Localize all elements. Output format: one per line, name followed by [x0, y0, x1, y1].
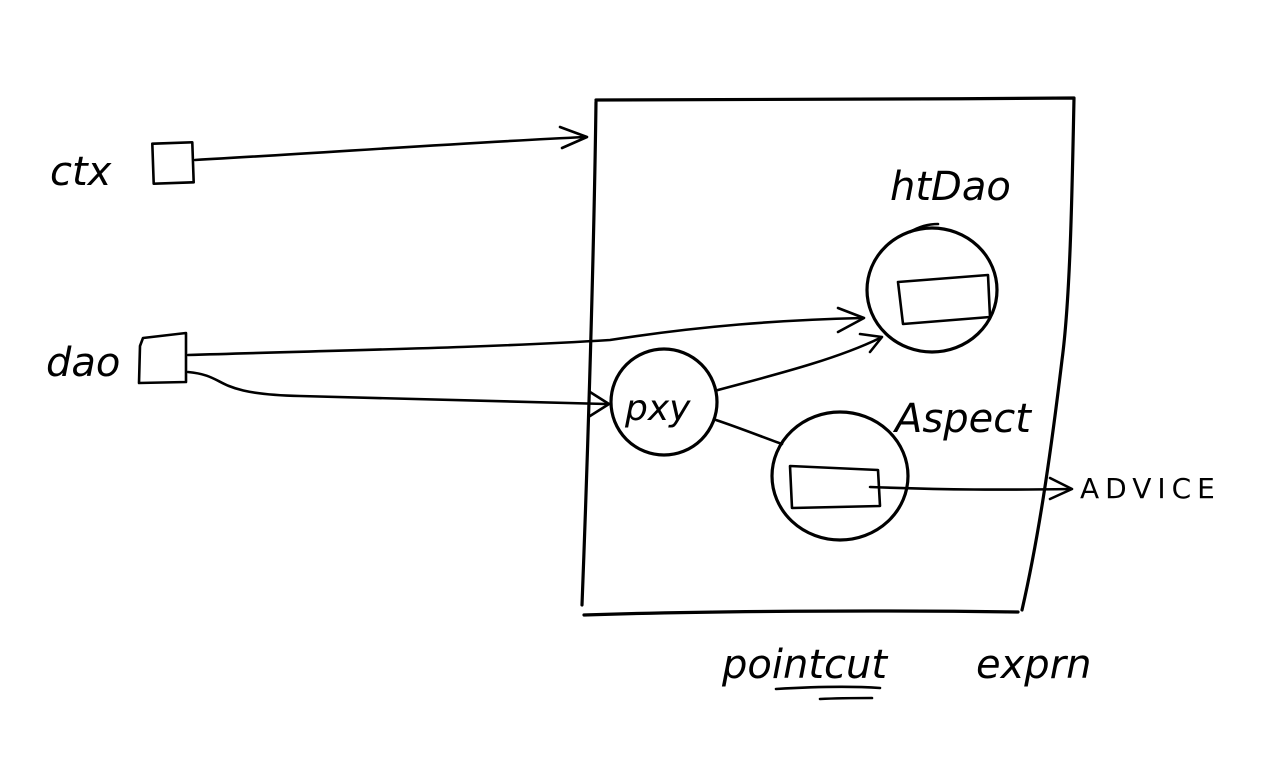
ctx-label: ctx — [50, 149, 112, 195]
proxy-label: pxy — [624, 388, 691, 429]
pointcut-underline — [774, 685, 882, 691]
proxy-node: pxy — [609, 347, 719, 457]
advice-label: ADVICE — [1080, 472, 1221, 505]
aspect-label: Aspect — [892, 396, 1032, 442]
ctx-reference-box — [151, 141, 195, 185]
context-container — [580, 96, 1076, 617]
dao-variable: dao — [46, 331, 188, 386]
aspect-inner-rect — [788, 464, 882, 510]
exprn-label: exprn — [976, 642, 1091, 688]
ctx-arrow — [193, 125, 589, 162]
pointcut-underline-2 — [818, 696, 874, 701]
htdao-node: htDao — [865, 164, 1011, 354]
proxy-circle — [609, 347, 719, 457]
dao-to-htdao-arrow — [186, 306, 866, 357]
dao-reference-box — [137, 331, 188, 385]
htdao-label: htDao — [890, 164, 1011, 210]
pointcut-label: pointcut — [721, 642, 888, 688]
htdao-circle — [865, 226, 999, 354]
pointcut-caption: pointcut exprn — [721, 642, 1091, 701]
aspect-to-advice-arrow — [868, 476, 1074, 501]
ctx-variable: ctx — [50, 141, 195, 195]
proxy-to-htdao-arrow — [716, 332, 884, 392]
dao-label: dao — [46, 340, 120, 386]
htdao-inner-rect — [896, 273, 992, 326]
aspect-circle — [770, 410, 910, 542]
aspect-node: Aspect — [770, 396, 1032, 542]
proxy-to-aspect-line — [714, 418, 784, 446]
dao-to-proxy-arrow — [186, 370, 611, 418]
